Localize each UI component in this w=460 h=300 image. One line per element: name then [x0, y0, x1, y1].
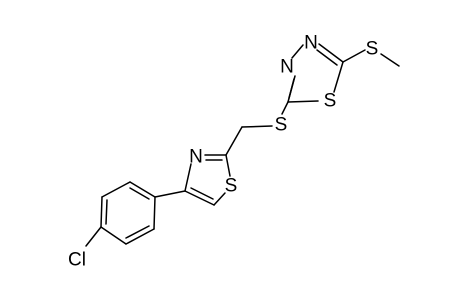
thiazole-ring — [184, 154, 231, 206]
bond-c5-s-thiazole — [213, 192, 226, 206]
bond-ph5-ph6 — [125, 228, 155, 245]
chlorophenyl-ring — [85, 181, 186, 247]
bond-c5-s-methylthio — [342, 49, 366, 63]
bond-s-ring-c5 — [333, 61, 344, 93]
bond-thiazole-phenyl — [154, 190, 186, 198]
atom-label-s-linker: S — [275, 115, 288, 136]
bond-ph3-ph4-double — [105, 199, 108, 225]
bond-n4-n3 — [291, 44, 304, 59]
bond-c4-c5-double — [190, 187, 214, 200]
atom-label-cl: Cl — [68, 250, 86, 271]
bond-ch2-thiazole-c2 — [225, 126, 243, 156]
bond-c4-c5 — [184, 190, 215, 206]
bond-ph6-ph1 — [153, 196, 156, 230]
bond-s-methyl — [380, 53, 400, 67]
bond-c2-s-linker — [281, 101, 289, 115]
atom-label-s-thiadiazole-ring: S — [324, 91, 337, 112]
bond-ph5-ph6-double — [125, 225, 150, 239]
bond-ph3-ph4 — [100, 196, 103, 228]
atom-label-n-thiazole: N — [189, 147, 203, 168]
atom-label-s-thiazole-ring: S — [225, 176, 238, 197]
bond-ph1-ph2 — [129, 181, 156, 198]
thioether-linker — [225, 101, 289, 156]
bond-ph4-cl — [85, 226, 102, 247]
methylthio-group — [342, 49, 400, 67]
atom-label-n-thiadiazole-top: N — [304, 33, 318, 54]
bond-s-linker-ch2 — [241, 125, 273, 128]
bond-ph4-ph5 — [100, 226, 127, 245]
atom-labels: N N S S S N S Cl — [68, 33, 378, 271]
bond-c5-n4 — [318, 43, 344, 63]
bond-ph1-ph2-double — [129, 187, 150, 200]
bond-s-thiazole-c2 — [225, 154, 231, 177]
bond-n3-c4 — [184, 163, 192, 192]
bond-ph2-ph3 — [101, 181, 131, 198]
atom-label-n-thiadiazole-left: N — [280, 57, 294, 78]
thiadiazole-ring — [287, 43, 344, 103]
bond-c2-s-ring — [287, 100, 319, 103]
atom-label-s-methylthio: S — [366, 39, 379, 60]
bond-c5-n4-double — [316, 49, 338, 66]
bond-n3-c2-double — [288, 78, 295, 99]
